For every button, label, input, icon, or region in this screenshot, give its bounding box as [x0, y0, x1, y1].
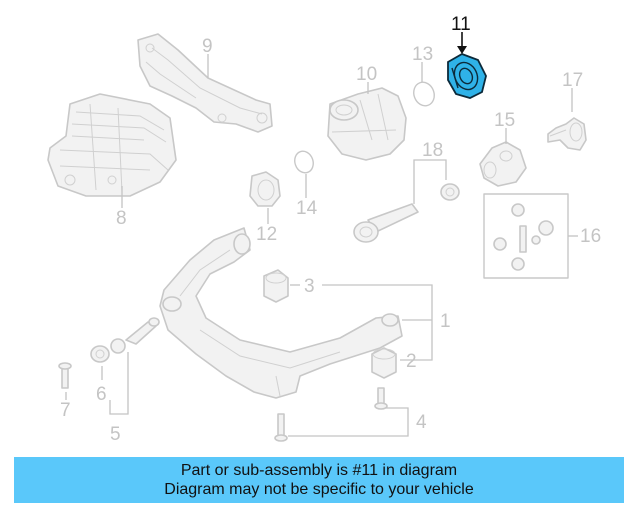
part-11-seal-highlighted[interactable] — [447, 53, 487, 99]
leader-lines — [65, 54, 578, 437]
callout-8[interactable]: 8 — [116, 208, 127, 229]
part-10-differential-carrier[interactable] — [327, 87, 407, 161]
callout-4[interactable]: 4 — [416, 412, 427, 433]
part-1-subframe[interactable] — [159, 227, 403, 399]
part-14-o-ring[interactable] — [292, 149, 316, 176]
callout-7[interactable]: 7 — [60, 400, 71, 421]
part-7-bolt[interactable] — [58, 362, 72, 389]
part-15-differential-case[interactable] — [479, 141, 527, 187]
part-16-gear-set[interactable] — [483, 193, 569, 279]
part-9-bracket[interactable] — [137, 33, 273, 133]
callout-18[interactable]: 18 — [422, 140, 443, 161]
callout-2[interactable]: 2 — [406, 351, 417, 372]
info-banner: Part or sub-assembly is #11 in diagram D… — [14, 457, 624, 503]
callout-12[interactable]: 12 — [256, 224, 277, 245]
callout-9[interactable]: 9 — [202, 36, 213, 57]
callout-16[interactable]: 16 — [580, 226, 601, 247]
callout-17[interactable]: 17 — [562, 70, 583, 91]
callout-labels: 9 8 10 13 11 17 15 18 16 12 14 3 1 2 4 6… — [60, 14, 601, 445]
part-2-bushing[interactable] — [371, 347, 397, 379]
part-6-bushing[interactable] — [90, 317, 160, 363]
callout-10[interactable]: 10 — [356, 64, 377, 85]
callout-11[interactable]: 11 — [451, 14, 471, 35]
callout-5[interactable]: 5 — [110, 424, 121, 445]
callout-3[interactable]: 3 — [304, 276, 315, 297]
part-12-seal[interactable] — [249, 171, 281, 207]
part-18-axle-shaft[interactable] — [353, 183, 460, 243]
part-13-o-ring[interactable] — [410, 79, 437, 108]
banner-line-2: Diagram may not be specific to your vehi… — [164, 481, 474, 498]
callout-6[interactable]: 6 — [96, 384, 107, 405]
part-3-bushing[interactable] — [263, 269, 289, 303]
callout-15[interactable]: 15 — [494, 110, 515, 131]
callout-1[interactable]: 1 — [440, 311, 451, 332]
callout-14[interactable]: 14 — [296, 198, 318, 219]
arrowhead-11 — [457, 46, 467, 54]
part-8-supercharger[interactable] — [47, 93, 177, 197]
banner-line-1: Part or sub-assembly is #11 in diagram — [180, 462, 458, 479]
part-4-bolts[interactable] — [274, 387, 388, 442]
callout-13[interactable]: 13 — [412, 44, 433, 65]
part-17-flange[interactable] — [547, 117, 587, 151]
